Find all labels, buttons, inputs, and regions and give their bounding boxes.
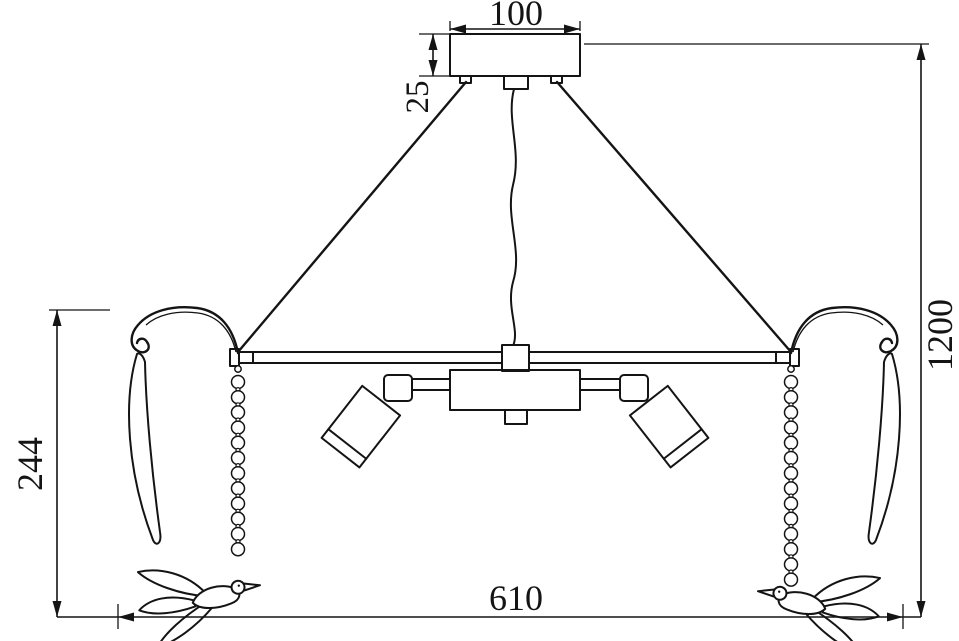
left-bead-chain (230, 374, 246, 557)
ceiling-canopy (449, 33, 581, 77)
right-lamp-joint (619, 374, 649, 402)
left-lamp (320, 374, 451, 469)
dim100-label: 100 (489, 0, 543, 33)
body-housing (449, 369, 581, 411)
dimension-overall-height: 1200 (584, 43, 959, 617)
dim610-label: 610 (489, 578, 543, 618)
left-bird (132, 554, 268, 641)
right-crystal-blade (867, 352, 901, 545)
right-lamp (579, 374, 710, 469)
crystal-bead (783, 496, 799, 511)
left-lamp-rim (327, 428, 368, 460)
dim25-arrow-bottom (428, 60, 438, 76)
suspension-rod-left (236, 80, 468, 354)
body-bottom-finial (504, 409, 528, 425)
crystal-bead (783, 541, 799, 557)
crystal-bead (783, 450, 799, 466)
left-lamp-joint (383, 374, 413, 402)
crystal-bead (230, 420, 246, 435)
right-scroll-curve (789, 306, 899, 355)
crystal-bead (230, 405, 246, 420)
left-scroll-curve (130, 306, 240, 355)
crystal-bead (783, 420, 799, 435)
crystal-bead (783, 435, 799, 451)
dim244-arrow-bottom (52, 601, 62, 617)
crystal-bead (783, 389, 799, 405)
left-lamp-arm (411, 378, 451, 391)
dim100-arrow-left (450, 24, 466, 34)
center-cable (509, 88, 518, 347)
dim25-extension-lines (419, 33, 450, 77)
dim610-arrow-right (887, 612, 903, 622)
right-chain-loop (787, 365, 795, 373)
dimension-canopy-height: 25 (400, 33, 450, 114)
crystal-bead (230, 496, 246, 511)
canopy-assembly (449, 33, 581, 90)
suspension-rod-right (555, 80, 793, 354)
right-bead-chain (783, 374, 799, 587)
dim100-arrow-right (564, 24, 580, 34)
crystal-bead (230, 481, 246, 496)
crystal-bead (230, 541, 246, 557)
ring-joint-ticks (252, 351, 777, 364)
frame-ring (229, 344, 800, 372)
dim1200-label: 1200 (920, 299, 959, 371)
right-bird (750, 560, 886, 641)
crystal-bead (783, 465, 799, 481)
left-crystal-blade (128, 352, 162, 545)
crystal-bead (230, 389, 246, 405)
crystal-bead (783, 374, 799, 390)
dim244-arrow-top (52, 310, 62, 326)
crystal-bead (783, 526, 799, 542)
suspension (236, 80, 793, 354)
dimension-crystal-drop: 244 (10, 309, 110, 617)
crystal-bead (783, 405, 799, 420)
dim610-arrow-left (118, 612, 134, 622)
left-lamp-shade (320, 384, 402, 469)
crystal-bead (230, 435, 246, 451)
right-scroll-inner-line (792, 311, 884, 353)
dimension-fixture-width: 610 (57, 578, 921, 629)
center-body (449, 369, 581, 425)
crystal-bead (783, 511, 799, 527)
dim1200-arrow-top (916, 44, 926, 60)
right-scroll-arm (789, 306, 901, 545)
ring-end-cap-left (229, 348, 240, 367)
ring-end-cap-right (789, 348, 800, 367)
left-chain-loop (234, 365, 242, 373)
crystal-bead (230, 465, 246, 481)
right-lamp-rim (662, 428, 703, 460)
dimension-canopy-width: 100 (449, 0, 581, 34)
crystal-bead (783, 557, 799, 572)
right-lamp-shade (628, 384, 710, 469)
crystal-bead (230, 511, 246, 527)
center-connector (501, 344, 530, 372)
right-lamp-arm (579, 378, 621, 391)
crystal-bead (783, 481, 799, 496)
cable-gland (503, 75, 529, 90)
dim25-arrow-top (428, 34, 438, 50)
crystal-bead (230, 450, 246, 466)
dim244-label: 244 (10, 437, 50, 491)
crystal-bead (230, 374, 246, 390)
dim25-label: 25 (400, 81, 436, 114)
left-scroll-arm (128, 306, 240, 545)
dim1200-arrow-bottom (916, 601, 926, 617)
crystal-bead (230, 526, 246, 542)
crystal-bead (783, 572, 799, 587)
left-scroll-inner-line (145, 311, 237, 353)
